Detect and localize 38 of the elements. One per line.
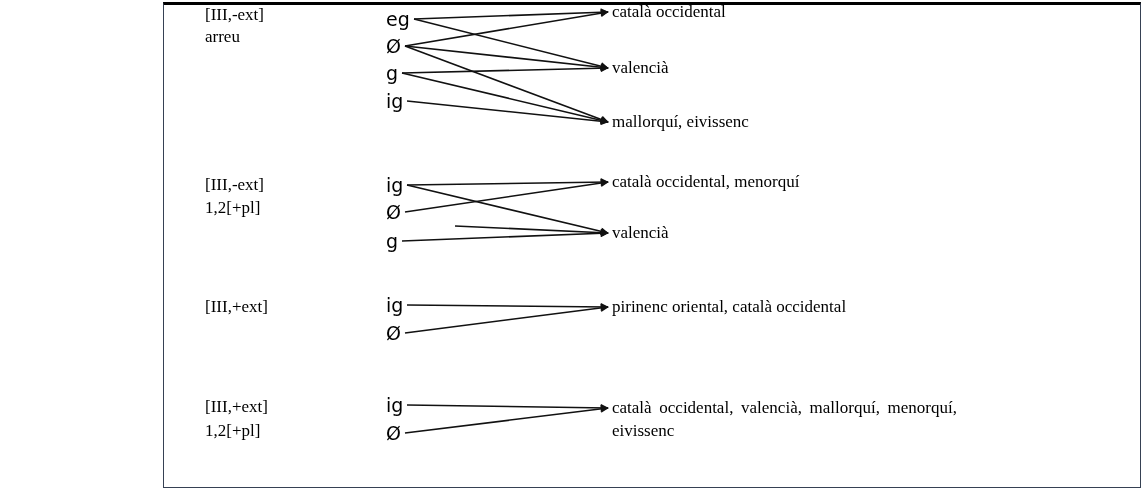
morpheme-label: eg bbox=[386, 6, 410, 32]
morpheme-label: g bbox=[386, 60, 399, 86]
arrow bbox=[401, 229, 609, 242]
arrow bbox=[401, 72, 609, 125]
condition-label: [III,+ext] bbox=[205, 396, 268, 418]
arrow bbox=[404, 303, 609, 334]
dialect-label: català occidental, valencià, mallorquí, menorquí, eivissenc bbox=[612, 396, 957, 442]
morpheme-label: Ø bbox=[386, 420, 401, 446]
condition-label: [III,-ext] bbox=[205, 4, 264, 26]
arrow bbox=[413, 18, 609, 71]
arrow bbox=[406, 302, 609, 311]
dialect-label: pirinenc oriental, català occidental bbox=[612, 295, 972, 318]
morpheme-label: ig bbox=[386, 172, 404, 198]
condition-label: 1,2[+pl] bbox=[205, 420, 261, 442]
dialect-label: català occidental bbox=[612, 0, 812, 23]
dialect-label: català occidental, menorquí bbox=[612, 170, 912, 193]
condition-label: arreu bbox=[205, 26, 240, 48]
arrow bbox=[401, 64, 609, 74]
morpheme-label: ig bbox=[386, 392, 404, 418]
condition-label: [III,+ext] bbox=[205, 296, 268, 318]
arrow bbox=[406, 403, 609, 412]
dialect-label: valencià bbox=[612, 221, 812, 244]
arrow bbox=[404, 404, 609, 434]
dialect-label: mallorquí, eivissenc bbox=[612, 110, 832, 133]
arrow bbox=[413, 8, 609, 20]
condition-label: 1,2[+pl] bbox=[205, 197, 261, 219]
morpheme-label: Ø bbox=[386, 33, 401, 59]
morpheme-label: Ø bbox=[386, 199, 401, 225]
arrow bbox=[406, 178, 609, 187]
condition-label: [III,-ext] bbox=[205, 174, 264, 196]
morpheme-label: ig bbox=[386, 292, 404, 318]
arrow bbox=[406, 100, 609, 126]
morpheme-label: ig bbox=[386, 88, 404, 114]
morpheme-label: Ø bbox=[386, 320, 401, 346]
arrow bbox=[404, 179, 609, 213]
dialect-label: valencià bbox=[612, 56, 812, 79]
morpheme-label: g bbox=[386, 228, 399, 254]
arrow bbox=[406, 184, 609, 236]
